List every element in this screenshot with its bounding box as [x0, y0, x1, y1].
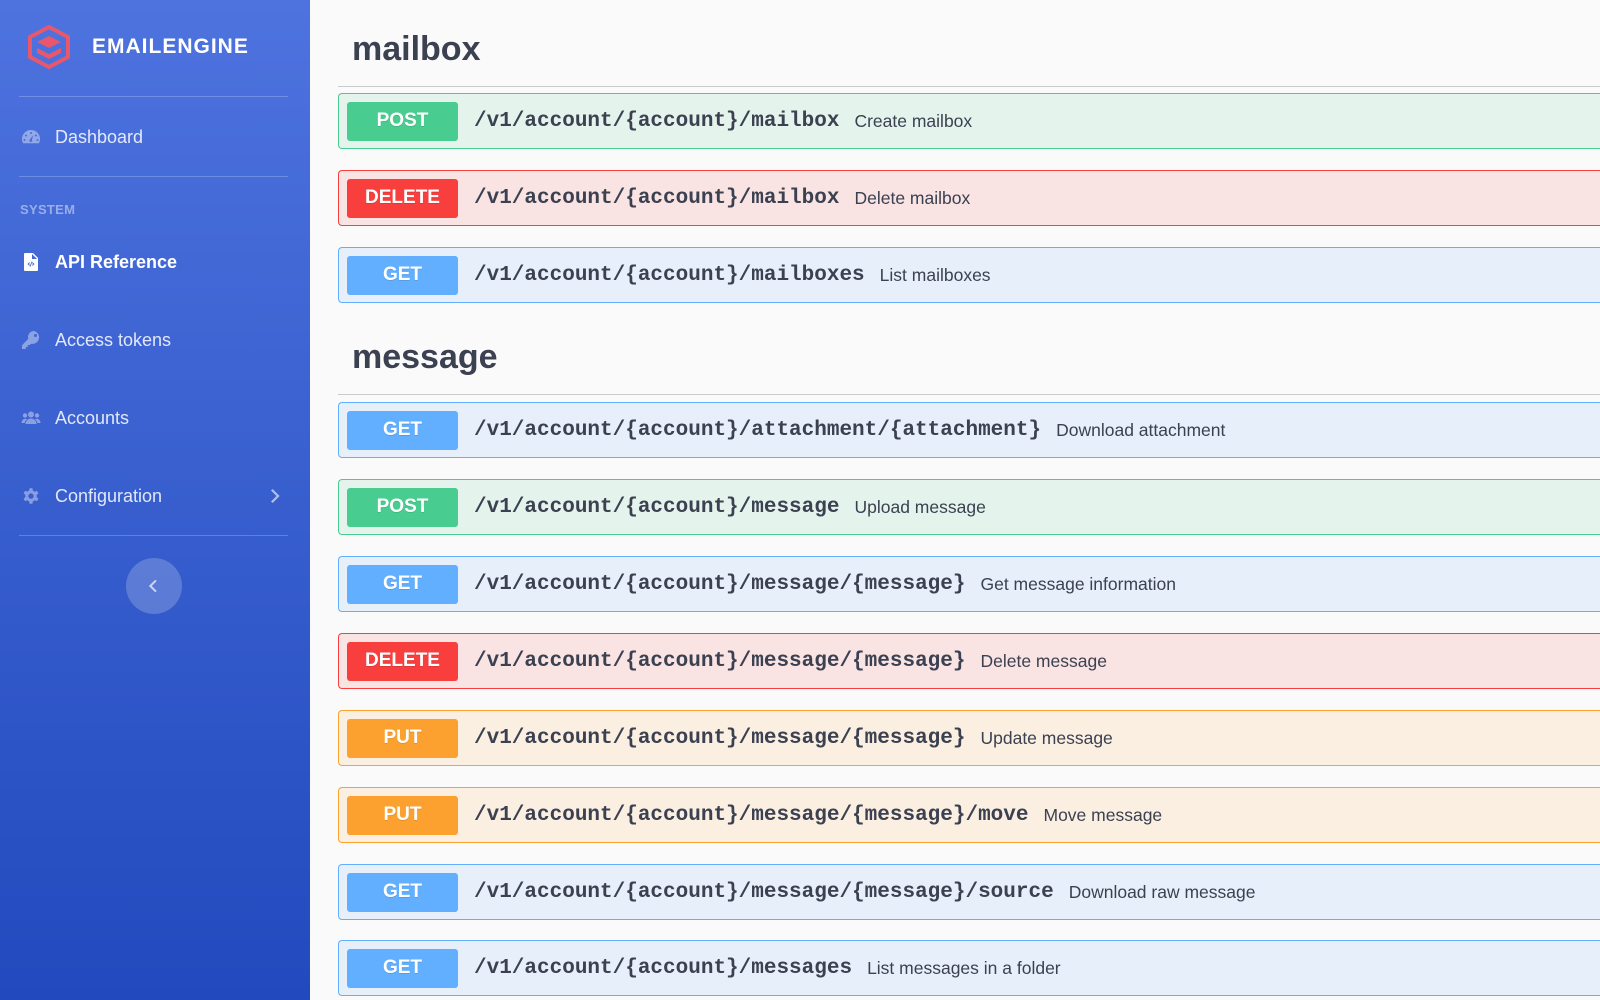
operation-row[interactable]: GET /v1/account/{account}/mailboxes List… — [338, 247, 1600, 303]
operation-row[interactable]: DELETE /v1/account/{account}/message/{me… — [338, 633, 1600, 689]
operation-path: /v1/account/{account}/message/{message} — [474, 649, 966, 673]
method-badge: POST — [347, 101, 458, 141]
method-badge: GET — [347, 872, 458, 912]
operation-row[interactable]: GET /v1/account/{account}/message/{messa… — [338, 556, 1600, 612]
operation-row[interactable]: POST /v1/account/{account}/mailbox Creat… — [338, 93, 1600, 149]
method-badge: GET — [347, 255, 458, 295]
operation-path: /v1/account/{account}/message/{message} — [474, 726, 966, 750]
operation-row[interactable]: GET /v1/account/{account}/messages List … — [338, 940, 1600, 996]
method-badge: POST — [347, 487, 458, 527]
operation-summary: Download raw message — [1068, 881, 1256, 902]
tag-title-mailbox[interactable]: mailbox — [352, 30, 481, 68]
sidebar-item-access-tokens[interactable]: Access tokens — [20, 320, 288, 360]
sidebar: EMAILENGINE Dashboard SYSTEM API Referen… — [0, 0, 310, 1000]
sidebar-item-api-reference[interactable]: API Reference — [20, 242, 288, 282]
tag-title-message[interactable]: message — [352, 338, 498, 376]
chevron-left-icon — [148, 579, 157, 593]
operation-summary: List messages in a folder — [867, 957, 1061, 978]
operation-row[interactable]: DELETE /v1/account/{account}/mailbox Del… — [338, 170, 1600, 226]
sidebar-item-label: Access tokens — [55, 329, 172, 350]
operation-summary: Move message — [1043, 804, 1163, 825]
operation-path: /v1/account/{account}/message — [474, 495, 840, 519]
api-reference-content: mailbox POST /v1/account/{account}/mailb… — [310, 0, 1600, 1000]
operation-path: /v1/account/{account}/attachment/{attach… — [474, 418, 1042, 442]
operation-summary: Get message information — [980, 573, 1176, 594]
method-badge: DELETE — [347, 178, 458, 218]
operation-path: /v1/account/{account}/messages — [474, 956, 853, 980]
sidebar-item-label: Dashboard — [55, 126, 144, 147]
gear-icon — [20, 485, 42, 507]
method-badge: GET — [347, 564, 458, 604]
brand[interactable]: EMAILENGINE — [24, 24, 249, 70]
operation-summary: Upload message — [854, 496, 986, 517]
operation-path: /v1/account/{account}/message/{message} — [474, 572, 966, 596]
sidebar-item-label: API Reference — [55, 251, 178, 272]
sidebar-toggle-button[interactable] — [126, 558, 182, 614]
brand-name: EMAILENGINE — [92, 35, 249, 58]
tag-divider — [338, 86, 1600, 87]
operation-path: /v1/account/{account}/message/{message}/… — [474, 803, 1029, 827]
operation-path: /v1/account/{account}/mailbox — [474, 109, 840, 133]
operation-summary: Update message — [980, 727, 1113, 748]
operation-summary: Delete message — [980, 650, 1107, 671]
users-icon — [20, 407, 42, 429]
operation-row[interactable]: GET /v1/account/{account}/attachment/{at… — [338, 402, 1600, 458]
operation-path: /v1/account/{account}/mailboxes — [474, 263, 865, 287]
tag-divider — [338, 394, 1600, 395]
file-code-icon — [20, 251, 42, 273]
tachometer-icon — [20, 126, 42, 148]
operation-summary: List mailboxes — [879, 264, 991, 285]
sidebar-item-label: Configuration — [55, 485, 163, 506]
operation-summary: Create mailbox — [854, 110, 973, 131]
operation-row[interactable]: GET /v1/account/{account}/message/{messa… — [338, 864, 1600, 920]
method-badge: GET — [347, 948, 458, 988]
method-badge: PUT — [347, 795, 458, 835]
operation-summary: Delete mailbox — [854, 187, 971, 208]
operation-summary: Download attachment — [1056, 419, 1226, 440]
sidebar-item-configuration[interactable]: Configuration — [20, 476, 288, 516]
operation-path: /v1/account/{account}/mailbox — [474, 186, 840, 210]
sidebar-item-label: Accounts — [55, 407, 130, 428]
operation-row[interactable]: POST /v1/account/{account}/message Uploa… — [338, 479, 1600, 535]
operation-row[interactable]: PUT /v1/account/{account}/message/{messa… — [338, 787, 1600, 843]
sidebar-divider — [19, 96, 288, 97]
method-badge: DELETE — [347, 641, 458, 681]
operation-row[interactable]: PUT /v1/account/{account}/message/{messa… — [338, 710, 1600, 766]
sidebar-divider — [19, 535, 288, 536]
emailengine-logo-icon — [28, 24, 70, 70]
sidebar-item-accounts[interactable]: Accounts — [20, 398, 288, 438]
method-badge: PUT — [347, 718, 458, 758]
chevron-right-icon — [264, 486, 284, 506]
method-badge: GET — [347, 410, 458, 450]
operation-path: /v1/account/{account}/message/{message}/… — [474, 880, 1054, 904]
sidebar-item-dashboard[interactable]: Dashboard — [20, 117, 288, 157]
key-icon — [20, 329, 42, 351]
sidebar-divider — [19, 176, 288, 177]
sidebar-section-heading: SYSTEM — [20, 202, 76, 217]
